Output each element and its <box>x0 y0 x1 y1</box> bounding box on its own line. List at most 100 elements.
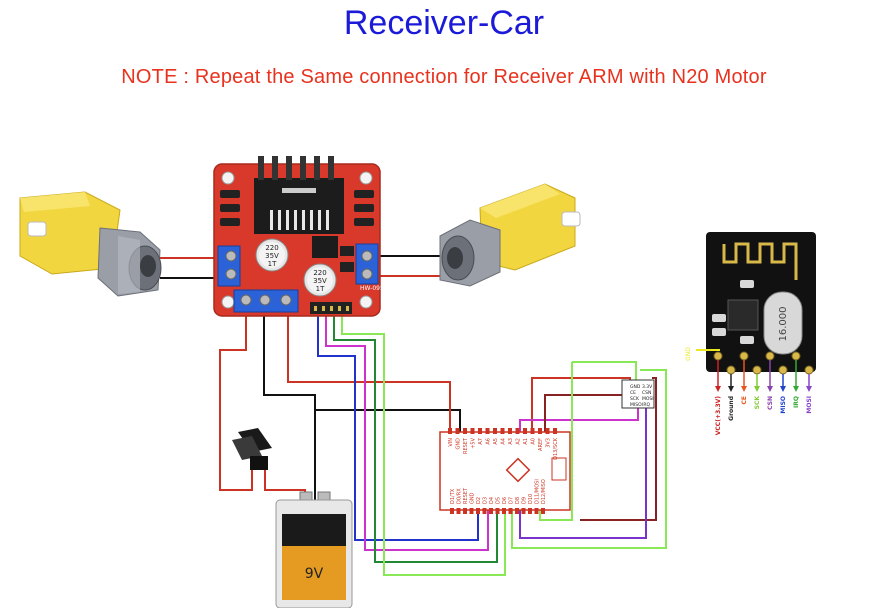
rf-pin <box>791 351 801 361</box>
wire-sck-adapter <box>572 361 637 380</box>
rf-pin <box>765 351 775 361</box>
rf-pin-arrow <box>728 386 734 392</box>
nano-top-pin <box>545 428 550 434</box>
adapter-pin-label: GND <box>630 384 641 390</box>
wire-3v3-adapter <box>531 377 631 432</box>
adapter-pin-label: 3.3V <box>642 384 653 390</box>
cap2-code: 1T <box>316 285 325 293</box>
adapter-pin-label: MOSI <box>642 396 654 402</box>
nano-bottom-pin-label: D8 <box>515 497 521 504</box>
nano-top-pin <box>448 428 452 434</box>
rf-pin <box>752 365 762 375</box>
nano-bottom-pin <box>521 508 526 514</box>
nano-bottom-pin <box>534 508 539 514</box>
nano-bottom-pin <box>502 508 506 514</box>
wire-driver-5v-arduino <box>287 310 451 432</box>
wire-driver-gnd-arduino <box>315 409 461 432</box>
cap1-value: 220 <box>265 244 278 252</box>
cap2-value: 220 <box>313 269 326 277</box>
rf-pin-arrow <box>754 386 760 392</box>
nano-bottom-pin <box>450 508 454 514</box>
nano-top-pin-label: A7 <box>478 438 484 445</box>
nano-bottom-pin-label: RESET <box>463 487 469 504</box>
nano-bottom-pin <box>463 508 467 514</box>
nano-top-pin-label: A3 <box>508 438 514 445</box>
nano-top-pin-label: D13/SCK <box>553 437 559 460</box>
motor-driver-board: 220 35V 1T 220 35V 1T HW-095 <box>213 156 384 317</box>
wires <box>160 255 667 576</box>
nano-bottom-pin-label: GND <box>470 492 476 504</box>
wire-green-loop <box>511 369 667 549</box>
nano-top-pin-label: A1 <box>523 438 529 445</box>
rf-pin-arrow <box>715 386 721 392</box>
rf-pin <box>778 365 788 375</box>
nano-top-pin <box>500 428 505 434</box>
nano-bottom-pin-label: D11/MOSI <box>535 479 541 504</box>
nano-top-pin-label: RESET <box>463 437 469 454</box>
nano-bottom-pin <box>541 508 545 514</box>
nano-bottom-pin-label: D2 <box>476 497 482 504</box>
rf-pin-arrow <box>767 386 773 392</box>
nano-bottom-pin <box>476 508 480 514</box>
nano-bottom-pin <box>489 508 493 514</box>
left-gear-motor <box>19 191 162 297</box>
nano-bottom-pin-label: D12/MISO <box>541 479 547 504</box>
rf-pin-label: CSN <box>767 396 774 410</box>
nano-bottom-pin <box>456 508 461 514</box>
wire-in3-darkgreen <box>333 310 498 563</box>
rf-pin-arrow <box>806 386 812 392</box>
rf-pin-label: Ground <box>728 396 735 421</box>
nano-top-pin <box>455 428 460 434</box>
wire-dark-red-adapter <box>544 394 622 432</box>
rf-pin-arrow <box>793 386 799 392</box>
wire-green-bottom <box>539 508 573 521</box>
battery-label: 9V <box>305 566 324 582</box>
rf-pin-label: VCC(+3.3V) <box>715 396 722 435</box>
nano-bottom-pin-label: D9 <box>522 497 528 504</box>
wire-power-to-switch <box>219 310 253 491</box>
wire-csn-adapter <box>519 405 639 432</box>
nano-top-pin <box>538 428 542 434</box>
wire-dark-red-loop <box>580 377 657 521</box>
adapter-pin-label: MISO <box>630 402 642 408</box>
cap2-voltage: 35V <box>313 277 327 285</box>
nano-bottom-pin-label: D3 <box>483 497 489 504</box>
battery-9v: 9V <box>275 491 353 608</box>
nano-bottom-pin <box>515 508 519 514</box>
rf-pin-label: MISO <box>780 396 787 414</box>
right-gear-motor <box>439 183 581 287</box>
rf-pins <box>713 351 814 375</box>
crystal-label: 16.000 <box>778 307 789 342</box>
nano-top-pin <box>515 428 520 434</box>
nano-top-pin-label: GND <box>456 438 462 450</box>
nano-bottom-pin-label: D5 <box>496 497 502 504</box>
rf-pin-label: CE <box>741 396 748 405</box>
nano-top-pin <box>470 428 475 434</box>
rf-pin-label: IRQ <box>793 396 800 408</box>
nano-bottom-pin <box>508 508 513 514</box>
wire-switch-to-battery <box>264 470 306 500</box>
nano-top-pin <box>530 428 535 434</box>
nano-top-pin-label: A0 <box>531 438 537 445</box>
nano-bottom-pin <box>495 508 500 514</box>
wire-driver-gnd-battery <box>263 310 316 500</box>
power-switch <box>232 428 272 470</box>
rf-pin <box>726 365 736 375</box>
nano-top-pin <box>523 428 527 434</box>
nano-top-pin-label: VIN <box>448 438 454 447</box>
wire-in2-magenta <box>325 310 489 551</box>
nano-bottom-pin-label: D0/RX <box>457 488 463 504</box>
adapter-pin-label: CSN <box>642 390 651 396</box>
nano-bottom-pin-label: D7 <box>509 497 515 504</box>
adapter-pin-label: IRQ <box>642 402 650 408</box>
note-text: NOTE : Repeat the Same connection for Re… <box>121 66 767 88</box>
wire-in1-blue <box>317 310 479 541</box>
nano-bottom-pin-label: D6 <box>502 497 508 504</box>
nano-top-pin-label: A2 <box>516 438 522 445</box>
rf-pin-arrow <box>780 386 786 392</box>
nano-top-pin-label: 3V3 <box>546 438 552 448</box>
